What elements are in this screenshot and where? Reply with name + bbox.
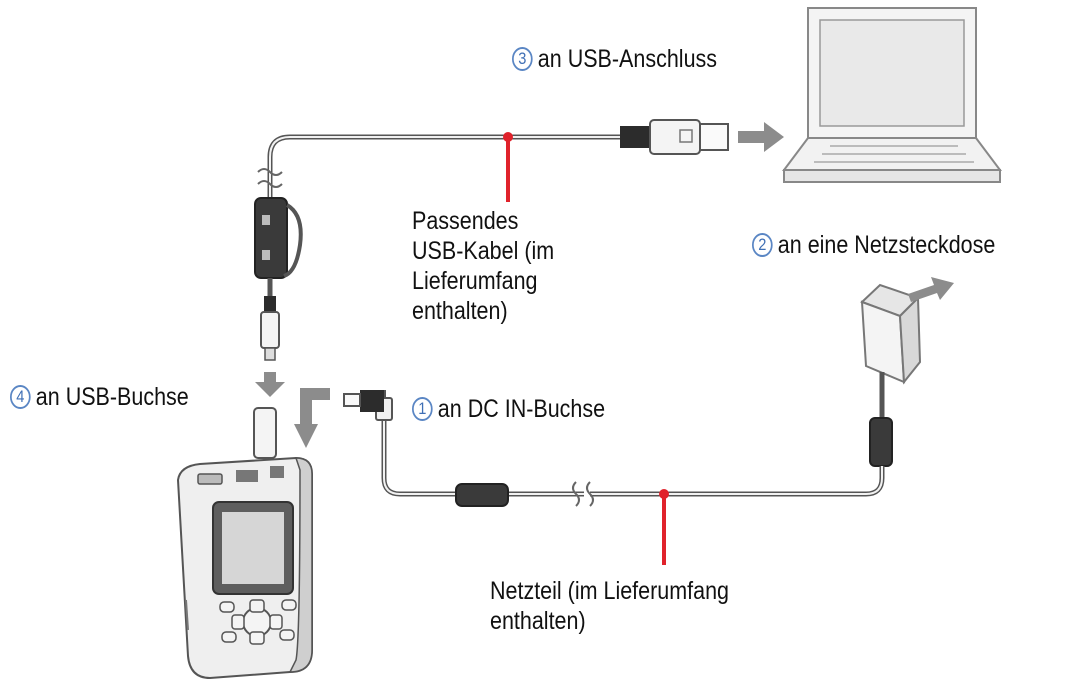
adapter-label: Netzteil (im Lieferumfang enthalten) — [490, 576, 729, 636]
arrow-usb-down-icon — [255, 372, 285, 397]
laptop-icon — [782, 7, 1002, 183]
step-4-label: 4 an USB-Buchse — [10, 382, 189, 412]
step-text: an DC IN-Buchse — [437, 395, 606, 423]
step-3-label: 3 an USB-Anschluss — [512, 44, 717, 74]
step-number: 4 — [10, 385, 31, 409]
step-1-label: 1 an DC IN-Buchse — [412, 394, 605, 424]
step-number: 1 — [412, 397, 433, 421]
step-number: 3 — [512, 47, 533, 71]
usb-cable-label-line: Lieferumfang — [412, 267, 538, 295]
arrow-dc-bend-icon — [300, 388, 330, 426]
usb-cable-label-line: enthalten) — [412, 297, 508, 325]
arrow-to-outlet-icon — [908, 277, 954, 302]
usb-cable-label: Passendes USB-Kabel (im Lieferumfang ent… — [412, 206, 554, 326]
usb-cable-callout — [503, 132, 513, 202]
adapter-callout — [659, 489, 669, 565]
adapter-label-line: Netzteil (im Lieferumfang — [490, 577, 729, 605]
step-text: an USB-Anschluss — [537, 45, 718, 73]
step-2-label: 2 an eine Netzsteckdose — [752, 230, 995, 260]
usb-cable-label-line: Passendes — [412, 207, 519, 235]
usb-cable-label-line: USB-Kabel (im — [412, 237, 555, 265]
usb-cable — [254, 119, 729, 361]
step-text: an eine Netzsteckdose — [777, 231, 996, 259]
ac-adapter-icon — [590, 283, 922, 497]
step-number: 2 — [752, 233, 773, 257]
adapter-label-line: enthalten) — [490, 607, 586, 635]
step-text: an USB-Buchse — [35, 383, 189, 411]
media-player-icon — [176, 407, 313, 680]
arrow-to-laptop-icon — [738, 122, 784, 152]
dc-cable — [343, 390, 594, 507]
